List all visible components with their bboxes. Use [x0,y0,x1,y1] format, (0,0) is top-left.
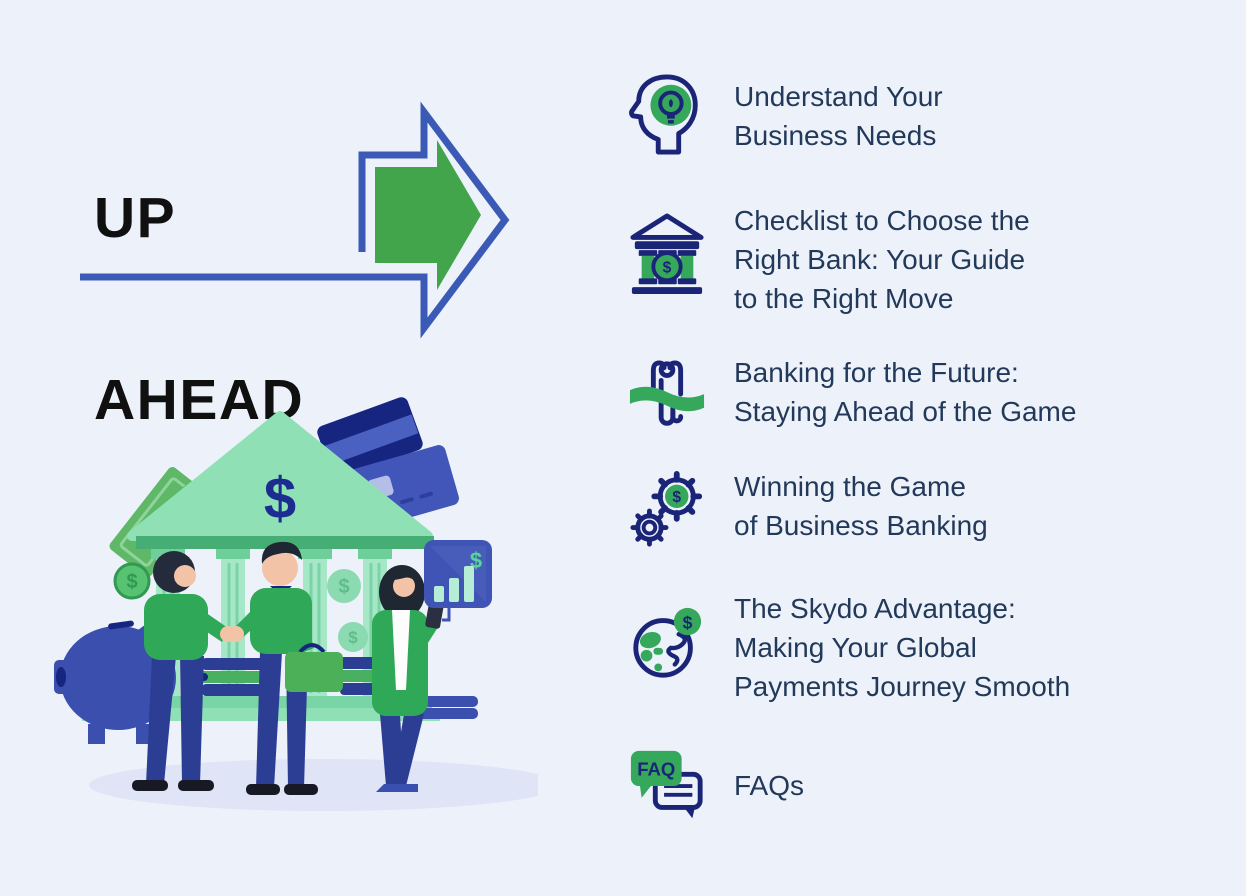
globe-coin-dollar: $ [683,612,693,632]
head-lightbulb-icon [628,72,710,163]
svg-text:$: $ [126,571,137,593]
toc-text: Checklist to Choose the Right Bank: Your… [734,205,1030,314]
coin-faint: $ $ [327,569,368,652]
woman-right [372,565,444,792]
toc-item-faqs: FAQ FAQs [628,740,804,835]
toc-text: FAQs [734,770,805,801]
toc-item-banking-for-the-future: Banking for the Future: Staying Ahead of… [628,348,1076,445]
gears-dollar-icon: $ [628,462,710,559]
arrow-green-fill [375,140,481,290]
coin-bright: $ [113,562,151,600]
pediment-dollar-sign: $ [264,466,296,531]
faq-bubble-label: FAQ [637,758,675,779]
bank-illustration: $ $ [54,397,538,811]
toc-item-skydo-advantage: $ The Skydo Advantage: Making Your Globa… [628,584,1070,706]
bank-icon: $ [628,196,710,318]
faq-bubbles-icon: FAQ [628,740,710,835]
credit-cards [317,397,459,529]
title-line-1: UP [94,186,177,250]
toc-text: Banking for the Future: Staying Ahead of… [734,357,1077,427]
toc-item-checklist-right-bank: $ Checklist to Choose the Right Bank: Yo… [628,196,1030,318]
toc-item-understand-business-needs: Understand Your Business Needs [628,72,943,163]
svg-text:$: $ [338,576,349,598]
finish-line-icon [628,348,710,445]
toc-text: The Skydo Advantage: Making Your Global … [734,593,1071,702]
toc-item-winning-the-game: $ Winning the Game of Business Banking [628,462,988,559]
globe-dollar-icon: $ [628,584,710,706]
arrow-blue-outline [80,101,510,339]
toc-text: Winning the Game of Business Banking [734,471,988,541]
svg-text:$: $ [348,628,358,647]
right-arrow-graphic [80,101,510,339]
man-left [132,551,236,791]
gear-dollar: $ [672,489,681,506]
man-center [228,541,343,795]
bank-icon-dollar: $ [663,260,672,277]
chart-popup: $ [424,540,492,622]
popup-bar-chart [434,566,474,602]
toc-text: Understand Your Business Needs [734,81,943,151]
